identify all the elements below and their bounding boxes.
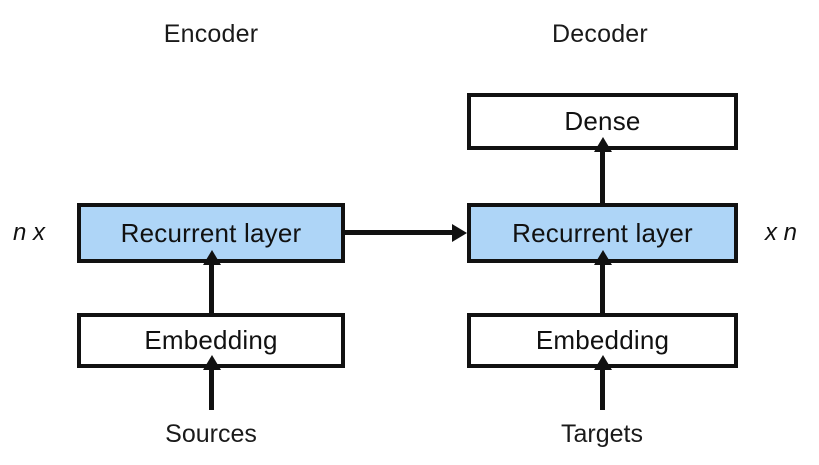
encoder-input-label-sources: Sources bbox=[165, 420, 257, 448]
encoder-column-title: Encoder bbox=[163, 20, 259, 48]
arrow-up-icon-targets-to-decoder-embedding bbox=[600, 368, 605, 410]
arrow-up-icon-encoder-embedding-to-recurrent bbox=[209, 263, 214, 313]
arrow-up-icon-sources-to-encoder-embedding bbox=[209, 368, 214, 410]
arrow-up-icon-decoder-recurrent-to-dense bbox=[600, 150, 605, 203]
decoder-repeat-label: x n bbox=[765, 219, 798, 246]
encoder-repeat-label: n x bbox=[13, 219, 46, 246]
decoder-input-label-targets: Targets bbox=[561, 420, 643, 448]
decoder-column-title: Decoder bbox=[552, 20, 648, 48]
arrow-up-icon-decoder-embedding-to-recurrent bbox=[600, 263, 605, 313]
arrow-right-icon-encoder-to-decoder bbox=[345, 230, 454, 235]
